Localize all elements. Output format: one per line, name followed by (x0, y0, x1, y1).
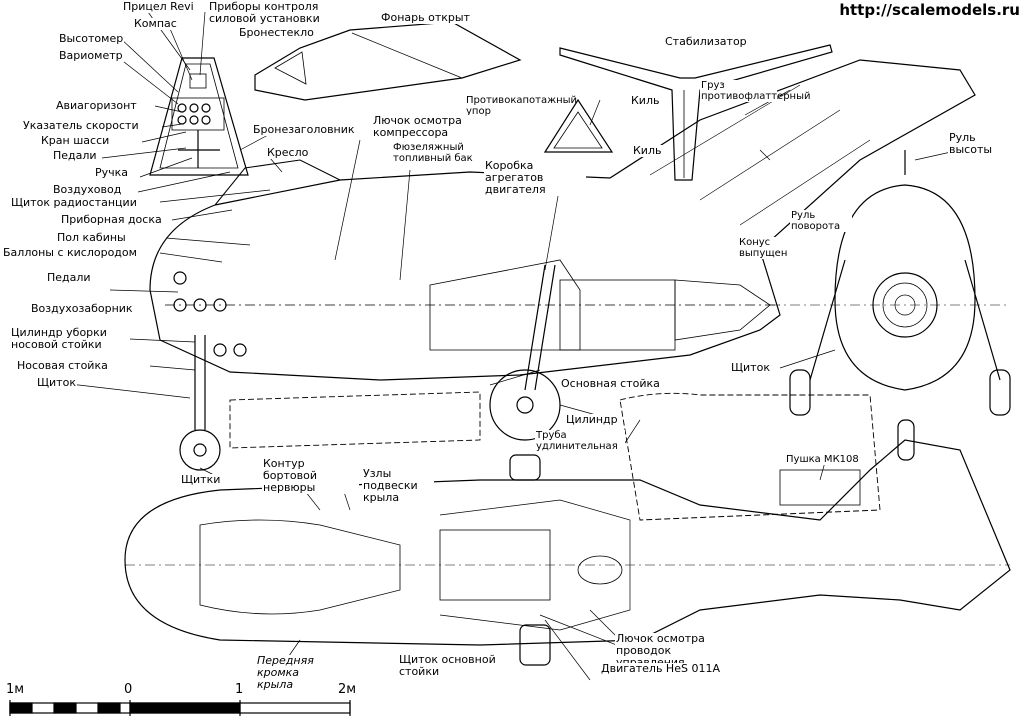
label-engine: Двигатель HeS 011A (600, 662, 721, 675)
scale-bar (9, 700, 351, 716)
label-flap-panel-2: Щиток (730, 361, 771, 374)
label-armored-glass: Бронестекло (238, 26, 315, 39)
watermark: http://scalemodels.ru (835, 0, 1024, 20)
label-flaps: Щитки (180, 473, 222, 486)
label-seat: Кресло (266, 146, 310, 159)
label-gear-valve: Кран шасси (40, 134, 111, 147)
label-wing-mounts: Узлы подвески крыла (362, 468, 434, 504)
label-air-duct: Воздуховод (52, 183, 123, 196)
wing-rear-section (229, 391, 881, 521)
label-cylinder: Цилиндр (565, 413, 619, 426)
label-nose-strut: Носовая стойка (16, 359, 109, 372)
label-powerplant-instruments: Приборы контроля силовой установки (208, 1, 340, 25)
label-stabilizer: Стабилизатор (664, 35, 748, 48)
label-attitude-indicator: Авиагоризонт (55, 99, 138, 112)
label-cannon: Пушка МК108 (785, 454, 860, 465)
label-compressor-hatch: Лючок осмотра компрессора (372, 115, 484, 139)
label-compass: Компас (133, 17, 178, 30)
fuselage-side-view (149, 59, 976, 381)
label-cone: Конус выпущен (738, 237, 788, 259)
label-airspeed: Указатель скорости (22, 119, 140, 132)
label-rib-contour: Контур бортовой нервюры (262, 458, 359, 494)
label-main-gear-door: Щиток основной стойки (398, 654, 510, 678)
canopy-open-view (254, 21, 522, 101)
label-pedals-1: Педали (52, 149, 98, 162)
label-elevator: Руль высоты (948, 131, 993, 156)
label-fin-1: Киль (630, 94, 661, 107)
cockpit-front-view (149, 57, 249, 176)
label-intake: Воздухозаборник (30, 302, 134, 315)
label-main-strut: Основная стойка (560, 377, 661, 390)
label-instrument-panel: Приборная доска (60, 213, 163, 226)
scale-tick-1: 1 (235, 682, 244, 697)
label-fire-stop: Противокапотажный упор (465, 95, 578, 117)
label-radio-panel: Щиток радиостанции (10, 196, 138, 209)
label-handle: Ручка (94, 166, 130, 179)
scale-tick-1m: 1м (6, 682, 25, 697)
scale-tick-2m: 2м (338, 682, 357, 697)
label-flap-panel-1: Щиток (36, 376, 77, 389)
label-canopy-open: Фонарь открыт (380, 11, 471, 24)
label-oxygen: Баллоны с кислородом (2, 246, 138, 259)
label-revi-sight: Прицел Revi (122, 0, 195, 13)
label-antiflutter-weight: Груз противофлаттерный (700, 80, 811, 102)
label-accessory-box: Коробка агрегатов двигателя (484, 160, 586, 196)
fuselage-plan-view (124, 439, 1011, 666)
label-rudder: Руль поворота (790, 210, 852, 232)
label-pedals-2: Педали (46, 271, 92, 284)
landing-gear-side (179, 264, 561, 471)
rear-view (770, 184, 1011, 461)
label-extension-pipe: Труба удлинительная (535, 430, 625, 452)
label-altimeter: Высотомер (58, 32, 125, 45)
label-variometer: Вариометр (58, 49, 124, 62)
stabilizer-view (559, 44, 833, 181)
scale-tick-0: 0 (124, 682, 133, 697)
label-fin-2: Киль (632, 144, 663, 157)
label-nose-retract-cylinder: Цилиндр уборки носовой стойки (10, 327, 130, 351)
fire-stop-view (543, 98, 614, 153)
label-leading-edge: Передняя кромка крыла (256, 655, 328, 691)
label-armored-headrest: Бронезаголовник (252, 123, 356, 136)
label-fuel-tank: Фюзеляжный топливный бак (392, 142, 474, 164)
label-cockpit-floor: Пол кабины (56, 231, 127, 244)
